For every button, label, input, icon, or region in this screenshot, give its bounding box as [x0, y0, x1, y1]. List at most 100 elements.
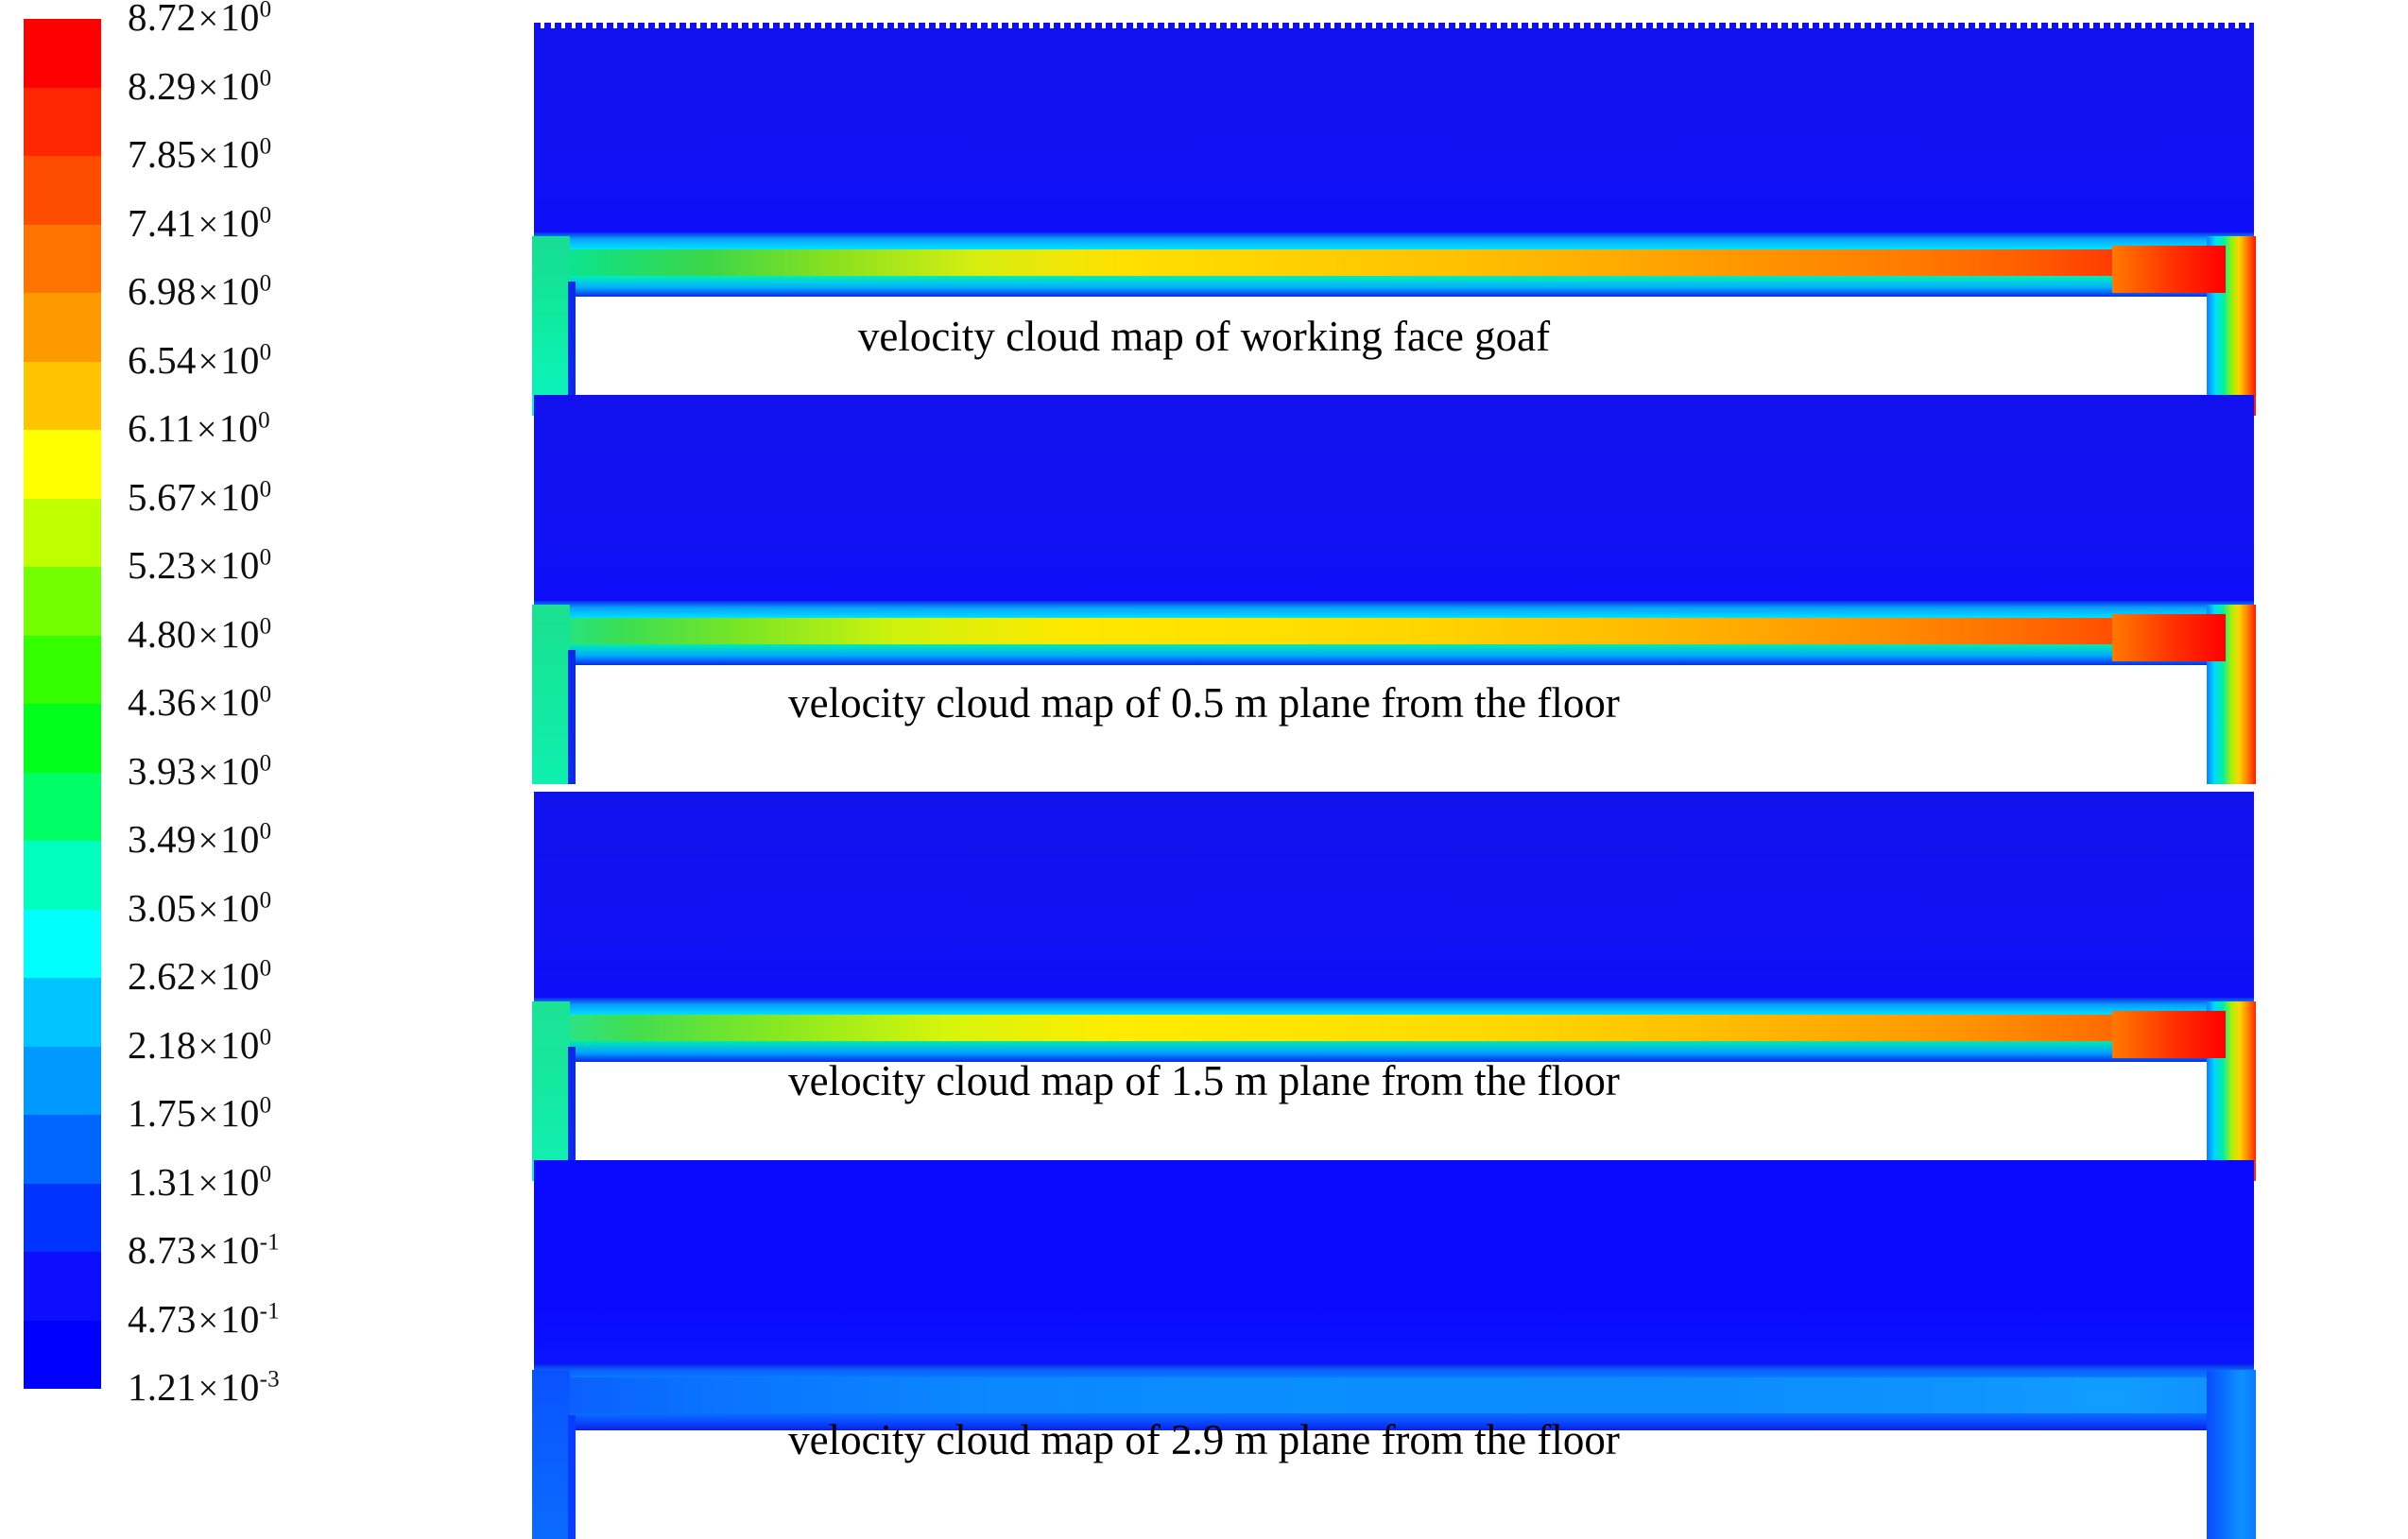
colorbar-tick-label: 5.67×100 — [128, 474, 271, 519]
jet-lower-fringe — [534, 644, 2254, 665]
tick-exponent: 0 — [259, 1160, 272, 1187]
intake-wall — [568, 282, 576, 416]
intake-airway-leg — [532, 236, 570, 416]
tick-multiply-symbol: × — [198, 1026, 219, 1067]
tick-base: 10 — [220, 1296, 260, 1341]
tick-exponent: 0 — [259, 133, 272, 160]
panel-caption: velocity cloud map of 0.5 m plane from t… — [788, 679, 1620, 727]
tick-base: 10 — [220, 748, 260, 793]
goaf-region — [534, 395, 2254, 605]
tick-base: 10 — [220, 611, 260, 656]
goaf-region — [534, 792, 2254, 1001]
tick-base: 10 — [220, 337, 260, 382]
tick-multiply-symbol: × — [198, 1095, 219, 1135]
colorbar-band — [24, 841, 101, 910]
colorbar-tick-label: 2.18×100 — [128, 1022, 272, 1067]
tick-mantissa: 4.36 — [128, 680, 197, 724]
tick-multiply-symbol: × — [198, 821, 219, 861]
tick-mantissa: 5.67 — [128, 474, 197, 519]
colorbar-band — [24, 430, 101, 499]
tick-mantissa: 5.23 — [128, 543, 197, 587]
tick-base: 10 — [220, 1022, 260, 1067]
tick-multiply-symbol: × — [198, 1163, 219, 1204]
jet-upper-fringe — [534, 998, 2254, 1015]
tick-exponent: 0 — [259, 1023, 272, 1050]
tick-multiply-symbol: × — [198, 752, 219, 793]
colorbar-tick-label: 6.54×100 — [128, 337, 271, 382]
colorbar-tick-label: 1.21×10-3 — [128, 1365, 280, 1409]
tick-base: 10 — [220, 1091, 260, 1135]
colorbar-tick-label: 4.36×100 — [128, 680, 271, 724]
colorbar — [24, 19, 101, 1389]
tick-exponent: -1 — [259, 1297, 280, 1324]
colorbar-band — [24, 1046, 101, 1115]
tick-mantissa: 7.85 — [128, 132, 197, 176]
tick-exponent: -1 — [259, 1229, 280, 1256]
tick-multiply-symbol: × — [198, 547, 219, 587]
colorbar-band — [24, 87, 101, 156]
tick-exponent: 0 — [259, 544, 272, 571]
tick-mantissa: 4.80 — [128, 611, 197, 656]
tick-mantissa: 6.11 — [128, 406, 196, 450]
colorbar-tick-label: 3.05×100 — [128, 885, 272, 930]
tick-exponent: 0 — [259, 749, 272, 776]
colorbar-band — [24, 978, 101, 1047]
colorbar-tick-label: 3.93×100 — [128, 748, 272, 793]
tick-mantissa: 2.18 — [128, 1022, 197, 1067]
tick-mantissa: 3.05 — [128, 885, 197, 930]
tick-base: 10 — [220, 0, 260, 39]
tick-exponent: 0 — [259, 955, 272, 982]
tick-exponent: 0 — [259, 64, 272, 91]
colorbar-tick-label: 4.73×10-1 — [128, 1296, 280, 1341]
tick-multiply-symbol: × — [198, 684, 219, 724]
tick-multiply-symbol: × — [198, 1232, 219, 1272]
colorbar-tick-label: 4.80×100 — [128, 611, 271, 656]
tick-multiply-symbol: × — [198, 1369, 219, 1409]
tick-mantissa: 2.62 — [128, 954, 197, 998]
colorbar-band — [24, 498, 101, 567]
tick-mantissa: 6.98 — [128, 269, 197, 313]
colorbar-tick-label: 2.62×100 — [128, 954, 272, 998]
tick-base: 10 — [220, 63, 260, 108]
tick-mantissa: 1.31 — [128, 1159, 197, 1204]
tick-mantissa: 7.41 — [128, 200, 197, 245]
tick-base: 10 — [220, 817, 260, 861]
colorbar-tick-label: 7.41×100 — [128, 200, 271, 245]
tick-exponent: -3 — [259, 1366, 280, 1393]
intake-airway-leg — [532, 605, 570, 784]
colorbar-tick-label: 1.75×100 — [128, 1091, 272, 1135]
tick-mantissa: 8.73 — [128, 1228, 197, 1272]
colorbar-band — [24, 909, 101, 978]
tick-exponent: 0 — [259, 270, 272, 297]
tick-multiply-symbol: × — [198, 0, 219, 39]
tick-base: 10 — [220, 954, 260, 998]
tick-exponent: 0 — [259, 1092, 272, 1119]
colorbar-band — [24, 1320, 101, 1389]
panel-caption: velocity cloud map of working face goaf — [857, 313, 1551, 360]
tick-multiply-symbol: × — [198, 204, 219, 245]
colorbar-band — [24, 293, 101, 362]
tick-mantissa: 6.54 — [128, 337, 197, 382]
tick-base: 10 — [220, 1365, 260, 1409]
jet-lower-fringe — [534, 276, 2254, 297]
intake-wall — [568, 1047, 576, 1181]
ragged-mesh-edge-top — [534, 23, 2254, 28]
tick-multiply-symbol: × — [198, 478, 219, 519]
high-velocity-corner — [2112, 246, 2226, 293]
colorbar-band — [24, 361, 101, 430]
high-velocity-corner — [2112, 1011, 2226, 1058]
tick-mantissa: 3.93 — [128, 748, 197, 793]
goaf-region — [534, 1160, 2254, 1370]
goaf-region — [534, 26, 2254, 236]
colorbar-tick-label: 6.11×100 — [128, 406, 270, 450]
intake-airway-leg — [532, 1001, 570, 1181]
tick-exponent: 0 — [259, 886, 272, 913]
colorbar-band — [24, 567, 101, 636]
colorbar-band — [24, 635, 101, 704]
